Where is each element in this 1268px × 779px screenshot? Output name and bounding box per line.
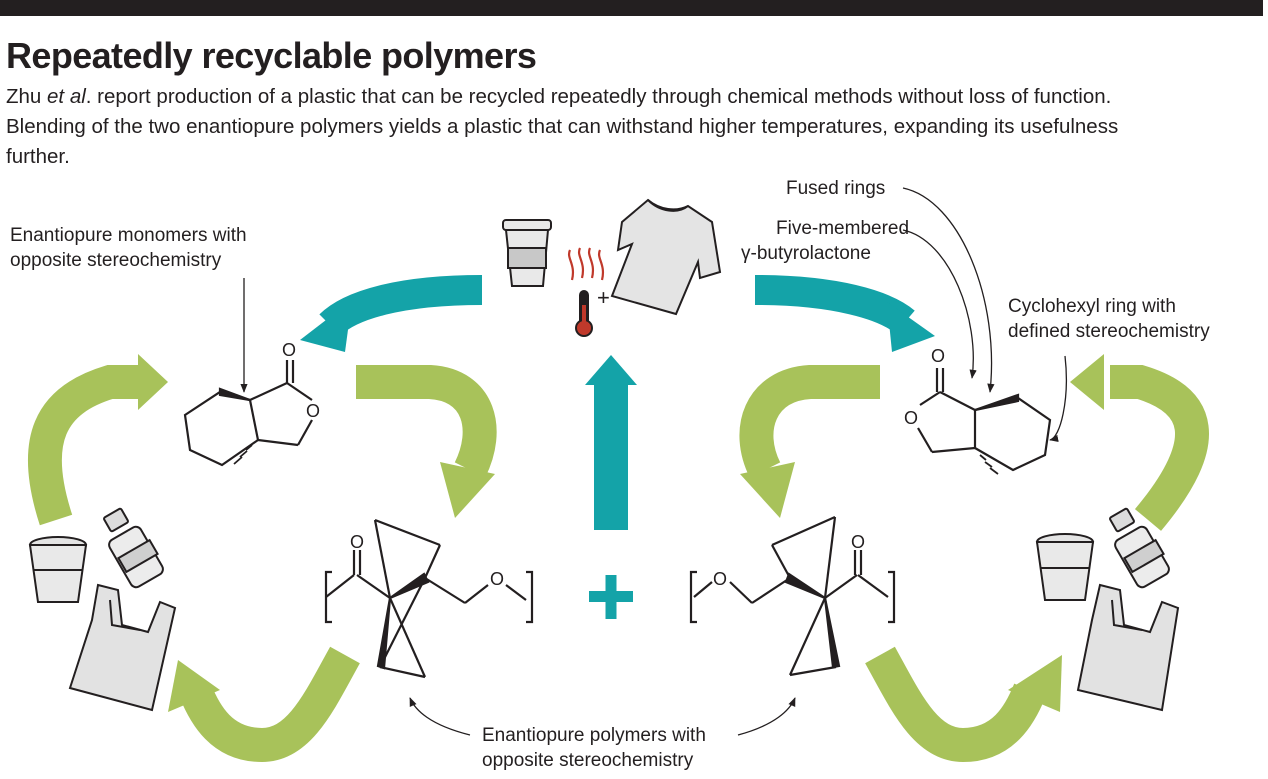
left-plastic-cup-icon [28, 536, 88, 603]
olive-arrow-left-right [356, 365, 497, 518]
olive-arrow-left-top [27, 354, 168, 526]
coffee-cup-icon [502, 219, 552, 287]
label-monomers-line2: opposite stereochemistry [10, 250, 222, 271]
left-monomer-ring-o: O [306, 401, 320, 421]
olive-arrow-left-bottom [168, 646, 360, 763]
olive-arrow-right-top [1070, 354, 1209, 531]
thermometer-plus: + [597, 285, 610, 310]
left-polymer-ether-o: O [490, 569, 504, 589]
desc-etal: et al [47, 85, 86, 108]
right-plastic-cup-icon [1035, 533, 1095, 601]
top-rule [0, 0, 1263, 16]
label-five-membered-line1: Five-membered [776, 218, 910, 239]
right-polymer-carbonyl-o: O [851, 532, 865, 552]
right-monomer-carbonyl-o: O [931, 346, 945, 366]
label-monomers-line1: Enantiopure monomers with [10, 225, 247, 246]
olive-arrow-right-left [739, 365, 880, 518]
thermometer-icon [575, 290, 593, 337]
right-polymer-ether-o: O [713, 569, 727, 589]
desc-author: Zhu [6, 85, 42, 108]
heat-waves-icon [568, 247, 604, 281]
teal-arrow-right [754, 275, 935, 352]
label-cyclohexyl-line2: defined stereochemistry [1008, 321, 1210, 342]
left-plastic-bag-icon [68, 583, 177, 712]
right-plastic-bottle-icon [1109, 507, 1170, 589]
label-polymers-line1: Enantiopure polymers with [482, 725, 706, 746]
teal-plus-sign [589, 575, 633, 619]
teal-arrow-up [585, 355, 637, 530]
label-cyclohexyl-line1: Cyclohexyl ring with [1008, 296, 1176, 317]
right-plastic-bag-icon [1076, 583, 1180, 712]
right-monomer-structure [917, 368, 1052, 475]
page-title: Repeatedly recyclable polymers [6, 35, 537, 76]
left-polymer-structure [324, 518, 534, 679]
desc-rest: . report production of a plastic that ca… [6, 85, 1119, 168]
label-fused-rings: Fused rings [786, 178, 886, 199]
t-shirt-icon [610, 198, 722, 316]
left-plastic-bottle-icon [103, 507, 164, 589]
right-monomer-ring-o: O [904, 408, 918, 428]
left-monomer-structure [183, 360, 313, 467]
left-monomer-carbonyl-o: O [282, 340, 296, 360]
description: Zhu et al. report production of a plasti… [6, 82, 1156, 172]
teal-arrow-left [300, 275, 483, 352]
olive-arrow-right-bottom [865, 646, 1062, 763]
label-polymers-line2: opposite stereochemistry [482, 750, 694, 771]
right-polymer-structure [689, 515, 896, 677]
label-five-membered-line2: γ-butyrolactone [741, 243, 871, 264]
leader-lines [240, 187, 1067, 736]
left-polymer-carbonyl-o: O [350, 532, 364, 552]
